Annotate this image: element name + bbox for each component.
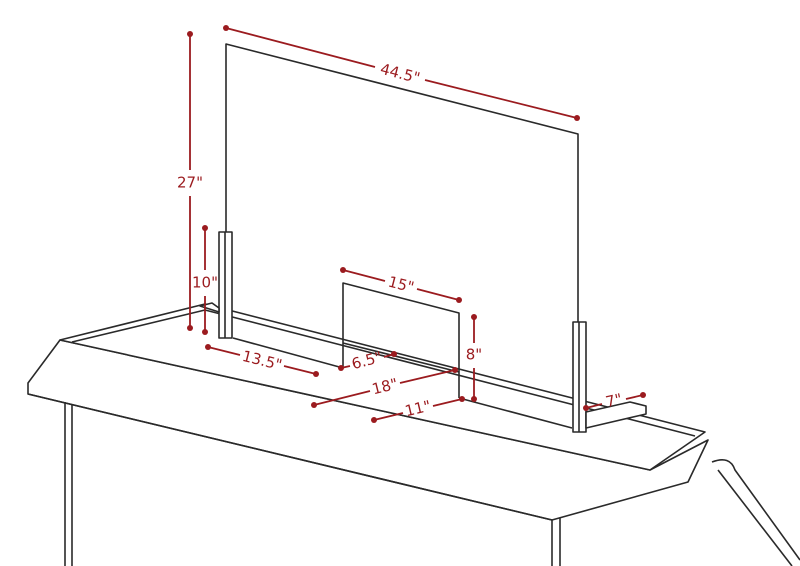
dim-front-offset: 11" — [371, 396, 465, 423]
label-11: 11" — [403, 397, 432, 421]
dimension-endpoint — [371, 417, 377, 423]
shield-panel — [199, 43, 647, 433]
dimension-endpoint — [471, 314, 477, 320]
dimension-endpoint — [391, 351, 397, 357]
dimension-endpoint — [452, 367, 458, 373]
dimension-endpoint — [187, 31, 193, 37]
desk-top — [59, 303, 706, 471]
dimension-endpoint — [338, 365, 344, 371]
dim-window-depth: 6.5" — [338, 348, 397, 373]
dimension-endpoint — [574, 115, 580, 121]
dim-bracket-height: 10" — [192, 225, 218, 335]
label-27: 27" — [177, 174, 203, 192]
dim-desk-depth: 18" — [311, 367, 458, 408]
dimension-endpoint — [640, 392, 646, 398]
dimension-line — [416, 288, 460, 301]
dimension-line — [342, 269, 386, 282]
cable-edge — [717, 469, 793, 566]
right-bracket-foot — [585, 401, 647, 429]
dimension-line — [399, 369, 456, 384]
label-18: 18" — [370, 375, 400, 399]
dimension-endpoint — [313, 371, 319, 377]
label-8: 8" — [466, 346, 482, 364]
label-10: 10" — [192, 274, 218, 292]
panel-bottom-left — [232, 337, 344, 369]
desk-bottom-edge — [27, 393, 553, 521]
panel-outline — [225, 43, 579, 332]
dim-panel-width: 44.5" — [223, 25, 580, 121]
dimension-endpoint — [187, 325, 193, 331]
label-44-5: 44.5" — [378, 60, 422, 87]
dimension-line — [432, 398, 463, 407]
dim-foot-depth: 7" — [583, 390, 646, 411]
dim-window-height: 8" — [466, 314, 482, 402]
pass-through-window — [342, 282, 460, 398]
window-outline — [342, 282, 460, 398]
dimension-endpoint — [202, 225, 208, 231]
dimension-endpoint — [583, 405, 589, 411]
dimension-endpoint — [202, 329, 208, 335]
dim-window-width: 15" — [340, 267, 462, 303]
dimension-endpoint — [205, 344, 211, 350]
dimension-endpoint — [223, 25, 229, 31]
dimension-line — [424, 79, 578, 119]
label-15: 15" — [386, 273, 416, 297]
dimension-line — [373, 412, 404, 421]
dim-panel-height: 27" — [177, 31, 203, 331]
dimension-endpoint — [311, 402, 317, 408]
label-7: 7" — [604, 390, 624, 411]
desk — [27, 303, 800, 566]
window-shelf-line — [342, 342, 460, 373]
dimension-endpoint — [456, 297, 462, 303]
dimension-line — [207, 346, 241, 356]
cable — [711, 459, 800, 561]
dimension-endpoint — [471, 396, 477, 402]
dimension-endpoint — [340, 267, 346, 273]
dimension-line — [225, 27, 376, 68]
dimension-endpoint — [459, 396, 465, 402]
dimension-line — [313, 390, 371, 406]
dimension-line — [283, 365, 317, 375]
desk-front-bevel — [27, 339, 709, 521]
panel-bottom-right — [458, 397, 573, 429]
